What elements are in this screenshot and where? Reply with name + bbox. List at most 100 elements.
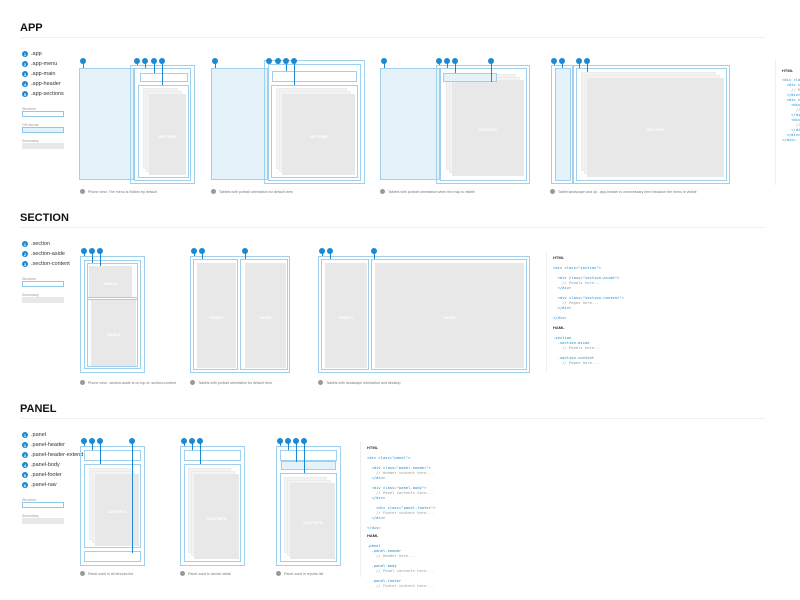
panel-footer xyxy=(84,551,141,562)
legend-item: 1.app xyxy=(22,51,42,57)
caption: Tablets with portrait orientation when t… xyxy=(380,189,475,194)
app-main xyxy=(576,68,727,181)
marker-number-icon xyxy=(97,248,103,254)
legend-item: 2.section-aside xyxy=(22,251,65,257)
marker-line xyxy=(446,63,448,68)
legend-label: .panel-footer xyxy=(31,472,62,478)
marker-number-icon xyxy=(266,58,272,64)
number-badge-icon: 4 xyxy=(22,462,28,468)
marker-number-icon xyxy=(191,248,197,254)
section-title: PANEL xyxy=(20,403,57,415)
panels-area-label: PANELS xyxy=(103,282,118,286)
caption-text: Phone view: .section-aside is on top of … xyxy=(88,380,176,385)
marker-line xyxy=(578,63,580,68)
marker-line xyxy=(183,443,185,446)
number-badge-icon: 1 xyxy=(22,241,28,247)
caption: Tablets with landscape orientation and d… xyxy=(318,380,401,385)
marker-number-icon xyxy=(89,438,95,444)
marker-number-icon xyxy=(283,58,289,64)
contents-area-label: CONTENTS xyxy=(206,516,227,521)
legend-item: 5.panel-footer xyxy=(22,472,62,478)
pages-area-label: PAGES xyxy=(259,315,272,320)
code-line: .panel-header xyxy=(367,548,402,553)
code-divider xyxy=(546,252,547,372)
app-main xyxy=(440,68,527,181)
app-sections xyxy=(271,85,358,178)
sections-area-label: SECTIONS xyxy=(479,128,497,132)
contents-area: CONTENTS xyxy=(194,474,239,559)
marker-line xyxy=(82,63,84,68)
key-structure-swatch xyxy=(22,502,64,508)
app-menu xyxy=(380,68,440,180)
panel-html-heading: HTML xyxy=(367,445,379,450)
marker-line xyxy=(287,443,289,450)
code-line: </div> xyxy=(553,305,572,310)
app-menu-inner xyxy=(555,68,571,181)
code-line: </di xyxy=(782,112,800,117)
code-line: // Header content here... xyxy=(367,470,434,475)
marker-number-icon xyxy=(277,438,283,444)
marker-line xyxy=(373,253,375,259)
number-badge-icon: 1 xyxy=(22,51,28,57)
legend-label: .app-header xyxy=(31,81,61,87)
code-divider xyxy=(360,442,361,577)
code-line: <div class="section-content"> xyxy=(553,295,624,300)
marker-line xyxy=(383,63,385,68)
key-offcanvas-swatch xyxy=(22,127,64,133)
panel-header xyxy=(84,450,141,461)
code-line: .section-content xyxy=(553,355,595,360)
legend-label: .panel-header xyxy=(31,442,65,448)
panels-area-label: PANELS xyxy=(209,315,224,320)
marker-number-icon xyxy=(142,58,148,64)
marker-number-icon xyxy=(559,58,565,64)
marker-line xyxy=(131,443,133,553)
marker-number-icon xyxy=(576,58,582,64)
marker-line xyxy=(83,443,85,446)
number-badge-icon: 2 xyxy=(22,251,28,257)
sections-area: SECTIONS xyxy=(452,80,524,176)
legend-label: .section-content xyxy=(31,261,70,267)
marker-number-icon xyxy=(291,58,297,64)
legend-item: 4.panel-body xyxy=(22,462,60,468)
legend-label: .app-menu xyxy=(31,61,58,67)
marker-number-icon xyxy=(151,58,157,64)
caption-text: Panel used in reports list xyxy=(284,571,324,576)
marker-number-icon xyxy=(181,438,187,444)
caption: Tablets with portrait orientation for de… xyxy=(190,380,272,385)
section-content xyxy=(240,259,288,370)
sections-area: SECTIONS xyxy=(149,94,186,175)
app-menu xyxy=(79,68,134,180)
marker-number-icon xyxy=(285,438,291,444)
legend-label: .app-sections xyxy=(31,91,64,97)
marker-line xyxy=(303,443,305,473)
number-badge-icon: 5 xyxy=(22,91,28,97)
divider xyxy=(20,418,765,419)
section-content xyxy=(371,259,527,370)
app-menu xyxy=(211,68,268,180)
info-icon xyxy=(80,189,85,194)
code-line: <div class="panel"> xyxy=(367,455,411,460)
key-structure-label: Structure xyxy=(22,498,37,502)
info-icon xyxy=(211,189,216,194)
panel-html-code: <div class="panel"> <div class="panel-he… xyxy=(367,455,436,530)
code-line: </div> xyxy=(782,92,800,97)
info-icon xyxy=(318,380,323,385)
section-aside xyxy=(87,263,138,300)
legend-item: 4.app-header xyxy=(22,81,61,87)
key-secondary-swatch xyxy=(22,143,64,149)
caption: Panel used to device detail xyxy=(180,571,231,576)
marker-number-icon xyxy=(327,248,333,254)
marker-line xyxy=(214,63,216,68)
marker-line xyxy=(99,443,101,464)
code-line: </div> xyxy=(367,495,386,500)
number-badge-icon: 5 xyxy=(22,472,28,478)
legend-label: .section xyxy=(31,241,50,247)
marker-number-icon xyxy=(97,438,103,444)
app-main xyxy=(134,68,191,181)
app-html-code: <div cla <div c // M </div> <div c <div … xyxy=(782,77,800,142)
number-badge-icon: 3 xyxy=(22,71,28,77)
code-line: </di xyxy=(782,127,800,132)
panels-area: PANELS xyxy=(325,263,367,368)
caption-text: Tablets with landscape orientation and d… xyxy=(326,380,401,385)
marker-number-icon xyxy=(129,438,135,444)
